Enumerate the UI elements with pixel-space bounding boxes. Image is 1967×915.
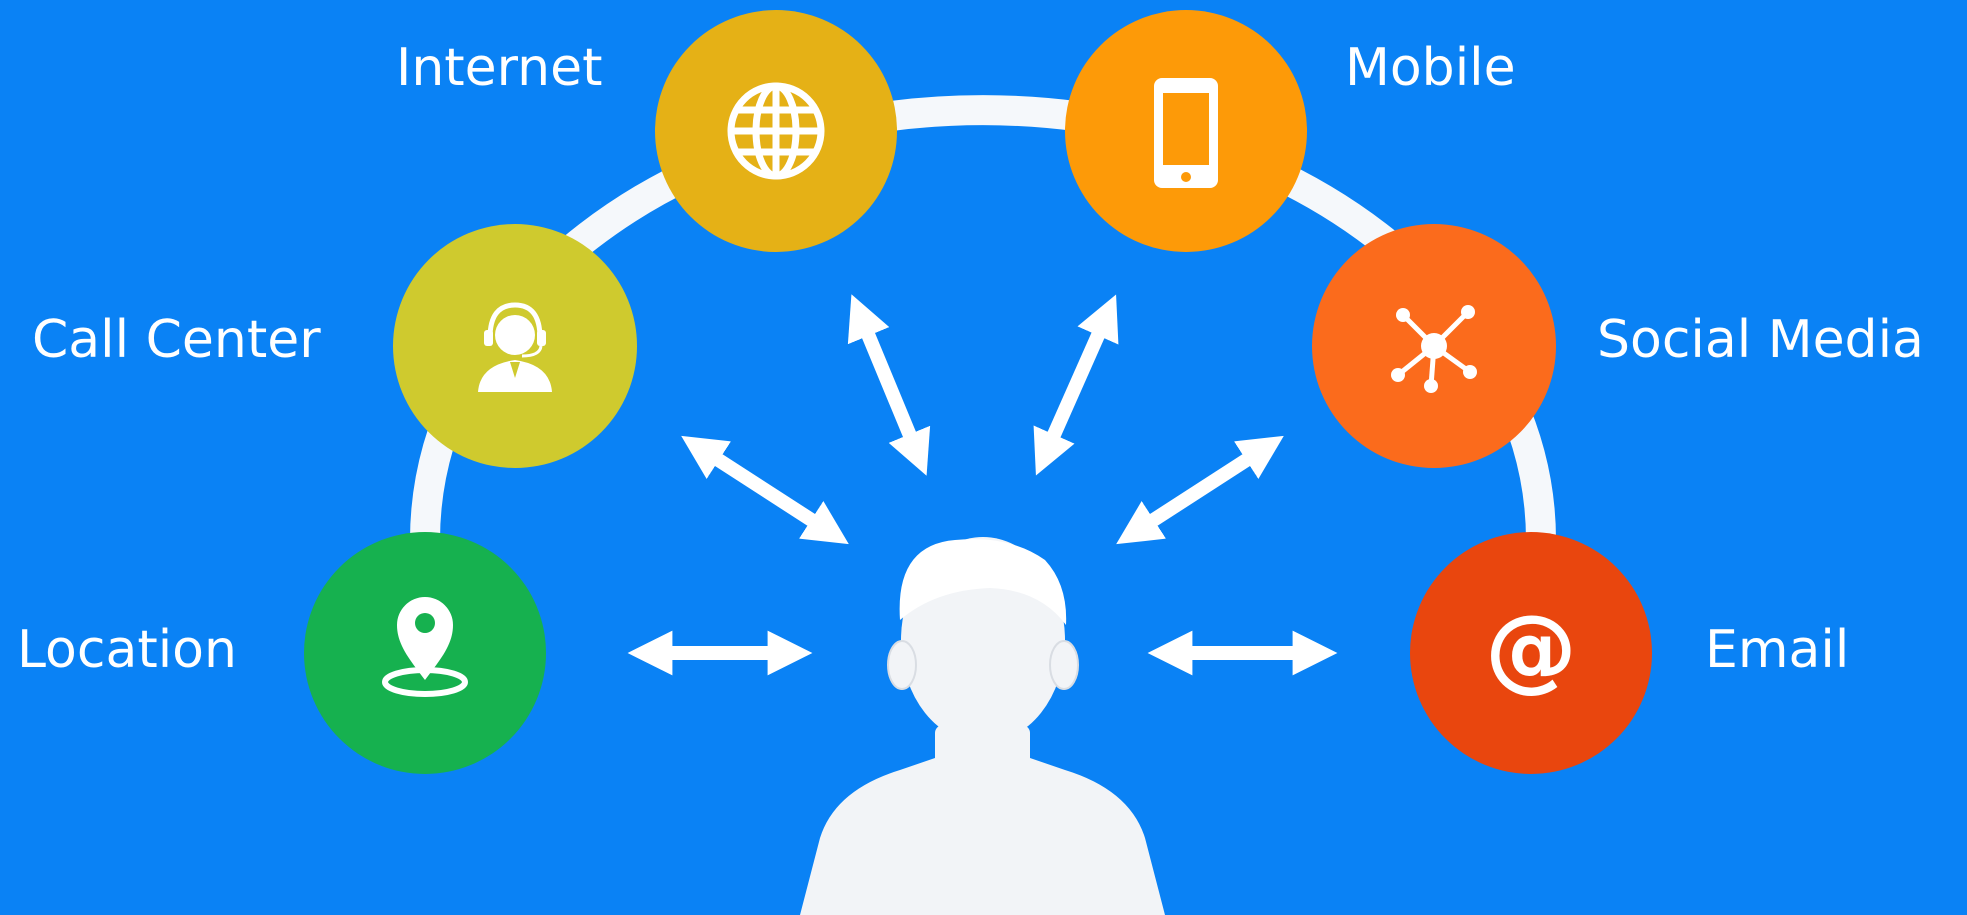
call-center-label: Call Center xyxy=(32,310,321,370)
smartphone-icon xyxy=(1154,78,1218,188)
arrow-social-media xyxy=(1116,435,1284,545)
arrow-mobile xyxy=(1033,294,1119,476)
arrows xyxy=(627,294,1338,676)
person-body xyxy=(800,758,1165,915)
internet-label: Internet xyxy=(396,38,603,98)
network-nodes-icon xyxy=(1391,305,1477,393)
social-media-label: Social Media xyxy=(1597,310,1924,370)
map-pin-icon xyxy=(382,597,468,697)
person-ear-right xyxy=(1049,640,1079,690)
at-sign-icon: @ xyxy=(1485,595,1577,702)
arrow-call-center xyxy=(681,435,849,545)
person-icon xyxy=(800,537,1165,915)
mobile-label: Mobile xyxy=(1345,38,1516,98)
location-label: Location xyxy=(17,620,237,680)
arrow-internet xyxy=(847,294,931,476)
headset-agent-icon xyxy=(478,302,552,392)
globe-icon xyxy=(727,82,825,180)
email-circle xyxy=(1410,532,1652,774)
person-hair xyxy=(899,539,1067,625)
svg-text:@: @ xyxy=(1485,595,1577,702)
email-label: Email xyxy=(1705,620,1850,680)
person-ear-left xyxy=(887,640,917,690)
